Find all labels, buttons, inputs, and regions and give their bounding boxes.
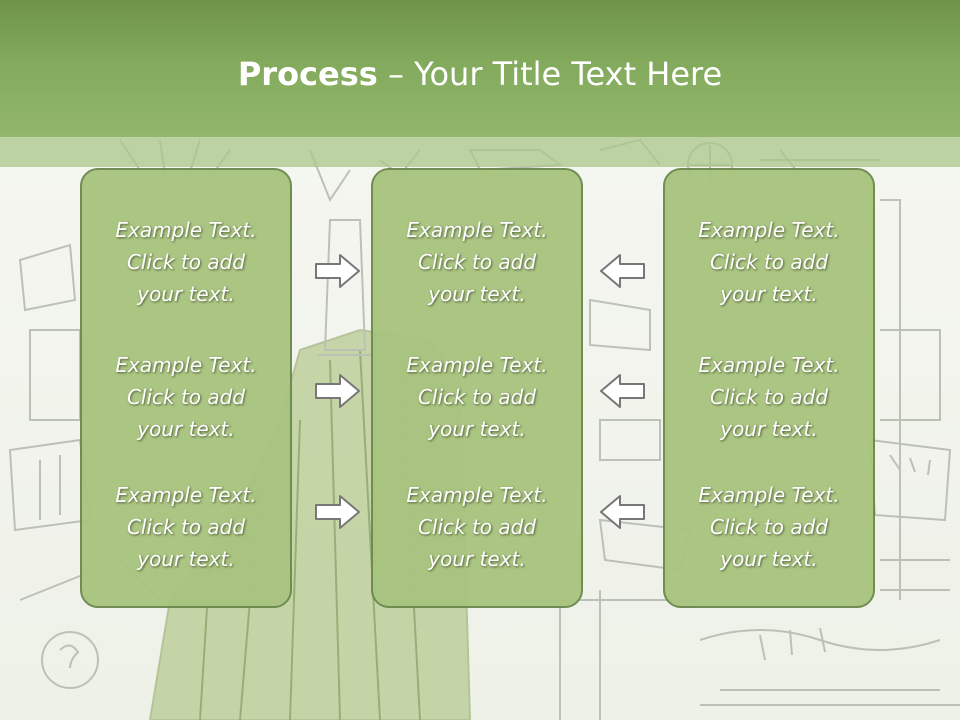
right-arrow-icon xyxy=(315,254,360,288)
box-1-text-3[interactable]: Example Text. Click to add your text. xyxy=(115,483,257,571)
box-3-text-2[interactable]: Example Text. Click to add your text. xyxy=(698,353,840,441)
box-3-text-1[interactable]: Example Text. Click to add your text. xyxy=(698,218,840,306)
left-arrow-icon xyxy=(600,374,645,408)
title-bar xyxy=(0,0,960,137)
box-1-text-1[interactable]: Example Text. Click to add your text. xyxy=(115,218,257,306)
process-box-2[interactable]: Example Text. Click to add your text. Ex… xyxy=(371,168,583,608)
title-bold: Process xyxy=(237,55,378,93)
left-arrow-icon xyxy=(600,495,645,529)
process-box-1[interactable]: Example Text. Click to add your text. Ex… xyxy=(80,168,292,608)
right-arrow-icon xyxy=(315,374,360,408)
left-arrow-icon xyxy=(600,254,645,288)
right-arrow-icon xyxy=(315,495,360,529)
box-1-text-2[interactable]: Example Text. Click to add your text. xyxy=(115,353,257,441)
box-3-text-3[interactable]: Example Text. Click to add your text. xyxy=(698,483,840,571)
title-rest: – Your Title Text Here xyxy=(377,55,723,93)
box-2-text-2[interactable]: Example Text. Click to add your text. xyxy=(406,353,548,441)
title-bar-band xyxy=(0,137,960,167)
box-2-text-1[interactable]: Example Text. Click to add your text. xyxy=(406,218,548,306)
process-box-3[interactable]: Example Text. Click to add your text. Ex… xyxy=(663,168,875,608)
box-2-text-3[interactable]: Example Text. Click to add your text. xyxy=(406,483,548,571)
slide-title[interactable]: Process – Your Title Text Here xyxy=(0,52,960,96)
